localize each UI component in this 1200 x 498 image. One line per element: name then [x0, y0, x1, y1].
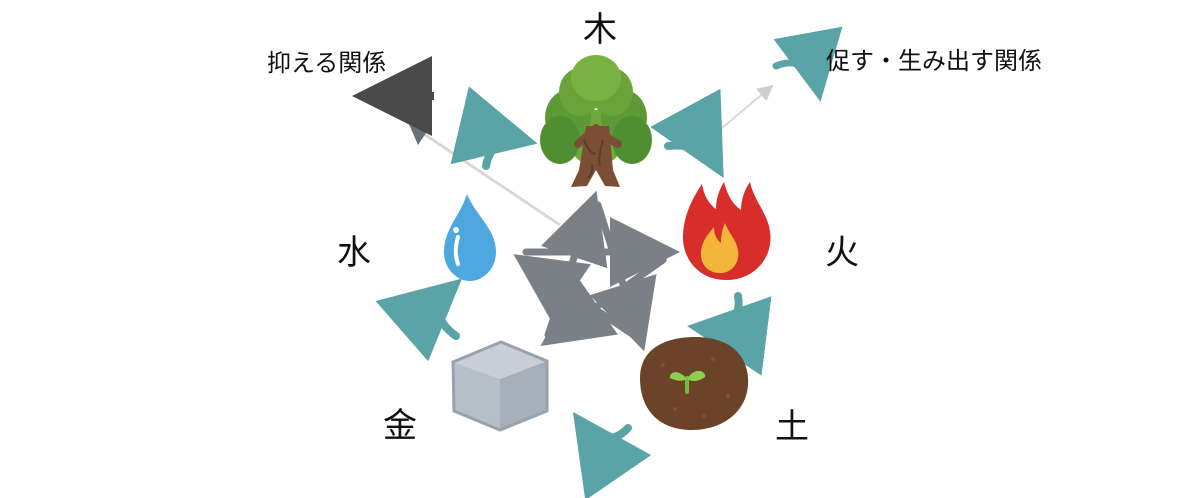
earth-label: 土 — [775, 407, 809, 447]
fire-icon — [682, 182, 771, 281]
wood-label: 木 — [583, 10, 617, 50]
control-guide-line — [417, 128, 561, 227]
metal-label: 金 — [383, 406, 417, 446]
generate-arrow-fire-to-earth — [687, 292, 772, 376]
generate-arrow-water-to-wood — [450, 86, 538, 170]
control-arrow-metal-to-wood — [540, 190, 608, 339]
fire-label: 火 — [825, 233, 859, 273]
generate-relation-label: 促す・生み出す関係 — [826, 47, 1042, 75]
generate-arrow-earth-to-metal — [572, 411, 652, 498]
water-drop-icon — [444, 194, 496, 281]
control-arrow-fire-to-metal — [540, 256, 667, 347]
generating-cycle — [375, 86, 772, 498]
control-relation-label: 抑える関係 — [267, 49, 387, 77]
generate-guide-line — [715, 84, 774, 134]
control-guide-head-icon — [408, 122, 430, 145]
water-label: 水 — [337, 233, 371, 273]
generate-legend-arrow-icon — [772, 26, 843, 102]
controlling-cycle — [513, 190, 680, 352]
soil-sprout-icon — [640, 337, 749, 430]
generate-arrow-wood-to-fire — [650, 88, 724, 179]
tree-icon — [540, 55, 652, 187]
generate-arrow-metal-to-water — [375, 278, 463, 362]
metal-block-icon — [451, 340, 549, 432]
